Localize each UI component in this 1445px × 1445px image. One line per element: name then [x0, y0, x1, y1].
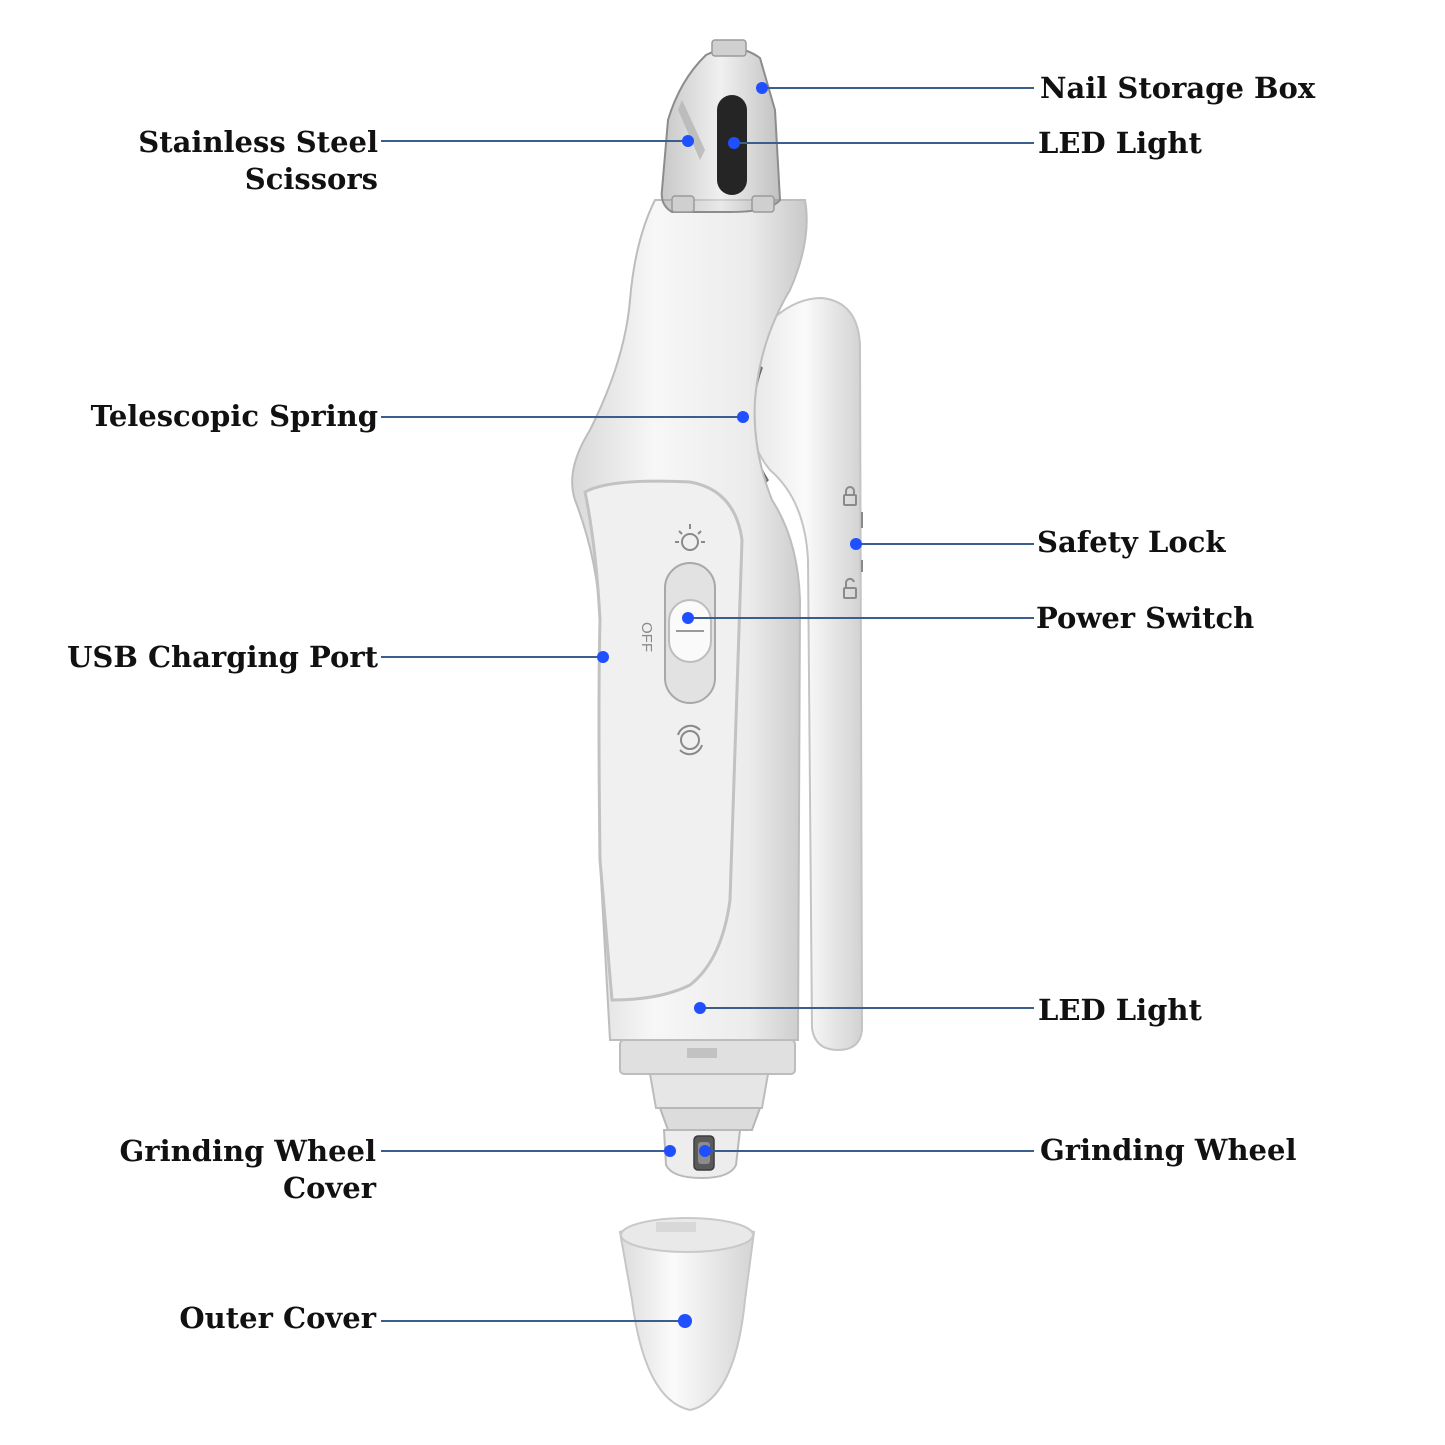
marker-grinding-wheel [699, 1145, 711, 1157]
label-grinding-wheel: Grinding Wheel [1040, 1133, 1297, 1167]
marker-dots [597, 82, 862, 1328]
lock-closed-icon [843, 486, 857, 506]
marker-safety-lock [850, 538, 862, 550]
marker-nail-storage-box [756, 82, 768, 94]
light-bulb-icon [675, 524, 705, 551]
rotation-icon [677, 724, 703, 756]
neck-lower [658, 1107, 762, 1131]
label-telescopic-spring: Telescopic Spring [90, 399, 378, 433]
switch-off-label: OFF [638, 622, 655, 652]
marker-grinding-wheel-cover [664, 1145, 676, 1157]
neck-upper [648, 1073, 770, 1109]
marker-led-light-bottom [694, 1002, 706, 1014]
label-outer-cover: Outer Cover [179, 1301, 376, 1335]
label-stainless-steel-scissors: Stainless Steel Scissors [138, 125, 378, 196]
label-led-light-top: LED Light [1038, 126, 1202, 160]
grip-panel [583, 479, 744, 1002]
label-safety-lock: Safety Lock [1037, 525, 1226, 559]
marker-stainless-steel-scissors [682, 135, 694, 147]
marker-outer-cover [678, 1314, 692, 1328]
label-grinding-wheel-cover: Grinding Wheel Cover [119, 1134, 376, 1205]
nail-grinder-device: OFF [571, 39, 864, 1412]
marker-power-switch [682, 612, 694, 624]
lock-open-icon [843, 577, 857, 599]
label-nail-storage-box: Nail Storage Box [1040, 71, 1316, 105]
label-usb-charging-port: USB Charging Port [67, 640, 378, 674]
label-led-light-bottom: LED Light [1038, 993, 1202, 1027]
marker-led-light-top [728, 137, 740, 149]
leader-lines [381, 87, 1034, 1322]
marker-usb-charging-port [597, 651, 609, 663]
label-power-switch: Power Switch [1036, 601, 1255, 635]
marker-telescopic-spring [737, 411, 749, 423]
